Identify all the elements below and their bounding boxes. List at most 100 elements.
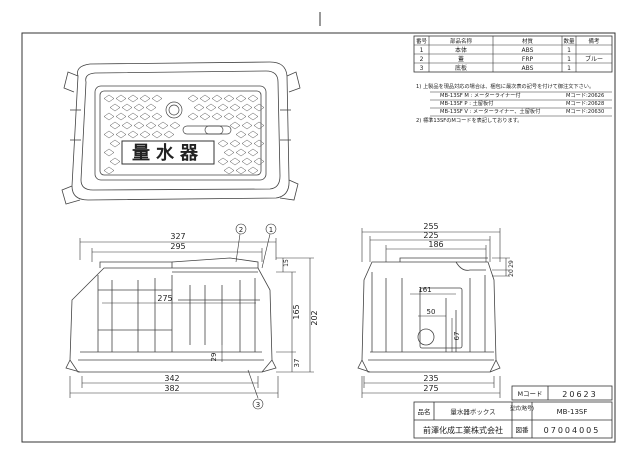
lid-pattern-cell (253, 157, 265, 166)
lid-pattern-cell (223, 112, 235, 121)
lid-pattern-cell (223, 148, 235, 157)
side-view (357, 257, 501, 373)
note-variant-v-code: Mコード:20630 (566, 108, 604, 115)
lid-pattern-cell (151, 130, 163, 139)
lid-pattern-cell (223, 166, 235, 175)
lid-emblem (165, 101, 232, 135)
row1-no: 1 (420, 47, 424, 54)
lid-pattern-cell (229, 121, 241, 130)
front-dimensions (69, 238, 314, 398)
lid-pattern-cell (133, 121, 145, 130)
lid-pattern-cell (223, 94, 235, 103)
lid-pattern-cell (235, 112, 247, 121)
lid-pattern-cell (127, 94, 139, 103)
front-dim-275: 275 (157, 294, 172, 303)
lid-pattern-cell (163, 130, 175, 139)
note-1: 1) 上製品を現品対応の場合は、梱包に最次表の記号を付けて御注文下さい。 (416, 82, 594, 90)
lid-pattern-cell (151, 112, 163, 121)
lid-pattern-cell (145, 121, 157, 130)
row3-qty: 1 (567, 65, 571, 72)
lid-pattern-cell (199, 94, 211, 103)
front-dim-29: 29 (210, 353, 218, 362)
lid-pattern-cell (235, 148, 247, 157)
lid-pattern-cell (151, 94, 163, 103)
row2-material: FRP (522, 56, 534, 63)
lid-pattern-cell (109, 157, 121, 166)
name-value: 量水器ボックス (450, 407, 495, 416)
lid-pattern-cell (115, 112, 127, 121)
row1-material: ABS (522, 47, 534, 54)
row2-no: 2 (420, 56, 424, 63)
drawing-no-label: 図番 (516, 426, 530, 434)
parts-table: 番号 部品名称 材質 数量 備考 1 本体 ABS 1 2 蓋 FRP 1 ブル… (413, 35, 613, 73)
side-dim-225: 225 (423, 231, 438, 240)
lid-pattern-cell (229, 139, 241, 148)
lid-pattern-cell (145, 103, 157, 112)
header-part-name: 部品名称 (450, 37, 473, 45)
lid-pattern (103, 94, 265, 175)
lid-label: 量水器 (132, 142, 204, 164)
lid-pattern-cell (229, 103, 241, 112)
lid-pattern-cell (121, 121, 133, 130)
lid-pattern-cell (103, 148, 115, 157)
row2-qty: 1 (567, 56, 571, 63)
lid-pattern-cell (109, 103, 121, 112)
front-dim-342: 342 (164, 374, 179, 383)
note-2: 2) 標準13SFのMコードを表記しております。 (416, 116, 523, 124)
callout-3: 3 (256, 401, 260, 409)
lid-pattern-cell (103, 130, 115, 139)
lid-label-box (121, 140, 215, 165)
row2-remarks: ブルー (585, 55, 603, 63)
mcode-label: Mコード (517, 390, 542, 398)
front-dim-15: 15 (283, 259, 290, 267)
lid-pattern-cell (133, 103, 145, 112)
header-no: 番号 (416, 38, 428, 45)
side-dim-161: 161 (418, 286, 431, 294)
lid-pattern-cell (115, 130, 127, 139)
lid-pattern-cell (157, 121, 169, 130)
side-dim-186: 186 (428, 240, 443, 249)
title-block (413, 385, 613, 439)
company-name: 前澤化成工業株式会社 (423, 425, 503, 435)
lid-pattern-cell (127, 130, 139, 139)
lid-pattern-cell (199, 112, 211, 121)
side-dimensions (361, 228, 510, 398)
callouts (235, 223, 277, 410)
lid-pattern-cell (241, 121, 253, 130)
row1-name: 本体 (455, 46, 467, 54)
lid-pattern-cell (247, 166, 259, 175)
callout-1: 1 (269, 226, 273, 234)
lid-pattern-cell (205, 103, 217, 112)
row3-material: ABS (522, 65, 534, 72)
lid-pattern-cell (217, 139, 229, 148)
callout-2: 2 (239, 226, 243, 234)
row1-qty: 1 (567, 47, 571, 54)
side-dim-275: 275 (423, 384, 438, 393)
note-variant-v: MB-13SF V : メーターライナー、土留板付 (440, 107, 540, 115)
lid-pattern-cell (103, 166, 115, 175)
side-dim-29: 29 (508, 260, 515, 268)
front-dim-202: 202 (310, 310, 319, 325)
lid-pattern-cell (169, 121, 181, 130)
front-dim-165: 165 (292, 304, 301, 319)
side-dim-50: 50 (427, 308, 436, 316)
lid-pattern-cell (235, 94, 247, 103)
header-material: 材質 (522, 37, 534, 45)
note-variant-p: MB-13SF P : 土留板付 (440, 99, 493, 107)
mcode-value: 20623 (562, 390, 597, 399)
lid-pattern-cell (109, 121, 121, 130)
lid-pattern-cell (139, 94, 151, 103)
front-dim-295: 295 (170, 242, 185, 251)
lid-pattern-cell (109, 139, 121, 148)
drawing-frame (21, 32, 616, 443)
lid-pattern-cell (187, 94, 199, 103)
notes: 1) 上製品を現品対応の場合は、梱包に最次表の記号を付けて御注文下さい。 MB-… (416, 82, 612, 124)
lid-pattern-cell (127, 112, 139, 121)
lid-pattern-cell (139, 112, 151, 121)
note-variant-m: MB-13SF M : メーターライナー付 (440, 91, 521, 99)
front-dim-37: 37 (293, 359, 301, 368)
front-view (65, 257, 277, 373)
top-view (61, 61, 301, 205)
name-label: 品名 (418, 407, 431, 416)
model-label: 型式(略号) (510, 405, 534, 412)
